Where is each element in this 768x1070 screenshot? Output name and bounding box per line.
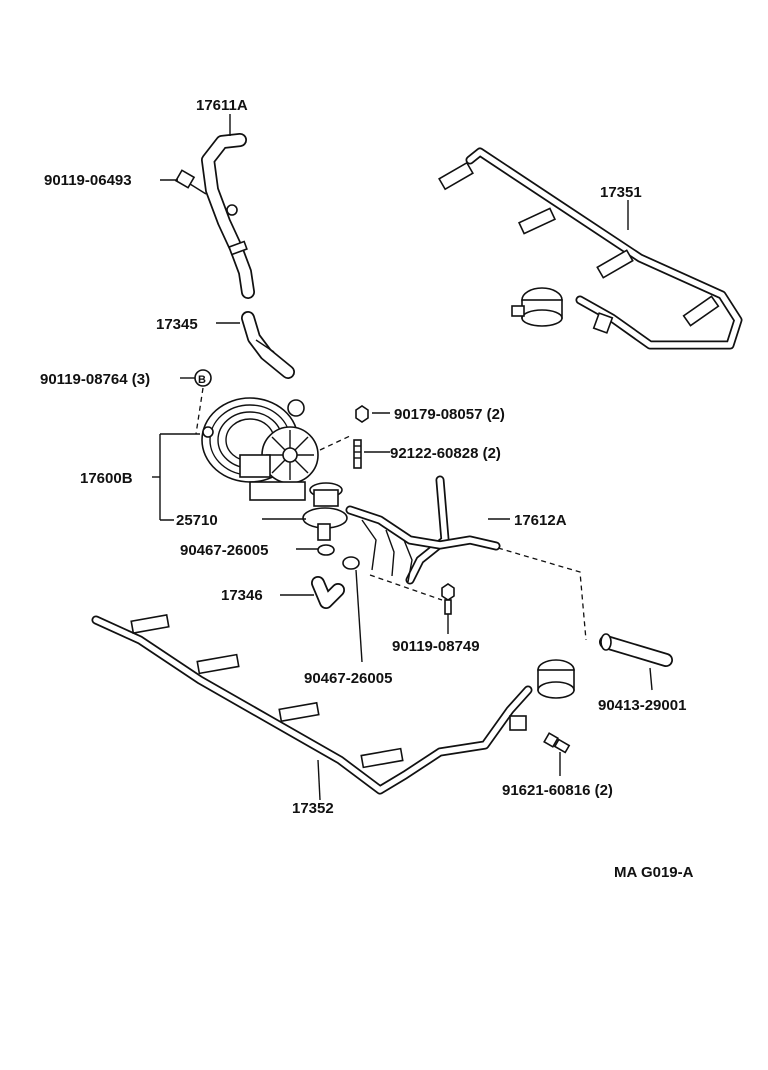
dashed-references — [195, 387, 587, 641]
label-90119-08749: 90119-08749 — [392, 638, 480, 655]
clamp-90467-26005-a — [317, 544, 335, 556]
label-17345: 17345 — [156, 316, 198, 333]
label-17346: 17346 — [221, 587, 263, 604]
label-90179-08057: 90179-08057 (2) — [394, 406, 505, 423]
clamp-90467-26005-b — [342, 556, 360, 570]
label-91621-60816: 91621-60816 (2) — [502, 782, 613, 799]
valve-25710 — [302, 482, 348, 541]
label-90119-08764: 90119-08764 (3) — [40, 371, 150, 388]
label-17612a: 17612A — [514, 512, 567, 529]
leader-lines — [152, 114, 653, 801]
label-25710: 25710 — [176, 512, 218, 529]
label-17600b: 17600B — [80, 470, 133, 487]
bolt-91621-60816 — [543, 732, 571, 754]
label-90119-06493: 90119-06493 — [44, 172, 132, 189]
stud-92122-60828 — [353, 439, 362, 469]
washer-90119-08764: B — [194, 369, 212, 387]
bolt-90119-08749 — [441, 583, 455, 615]
pipe-17612a — [345, 475, 501, 585]
bolt-90119-06493 — [174, 169, 207, 195]
label-90467-26005-a: 90467-26005 — [180, 542, 268, 559]
label-90413-29001: 90413-29001 — [598, 697, 686, 714]
label-17351: 17351 — [600, 184, 642, 201]
pipe-17352 — [91, 614, 575, 795]
hose-17346 — [311, 576, 345, 609]
hose-17345 — [241, 311, 295, 379]
nut-90179-08057 — [355, 405, 369, 423]
washer-mark-text: B — [198, 374, 206, 386]
hose-90413-29001 — [599, 633, 673, 667]
air-pump-17600b — [201, 397, 319, 501]
label-17611a: 17611A — [196, 97, 248, 114]
diagram-code: MA G019-A — [614, 864, 694, 881]
pipe-17351 — [438, 147, 743, 350]
label-17352: 17352 — [292, 800, 334, 817]
label-92122-60828: 92122-60828 (2) — [390, 445, 501, 462]
label-90467-26005-b: 90467-26005 — [304, 670, 392, 687]
hose-17611a — [201, 133, 255, 299]
